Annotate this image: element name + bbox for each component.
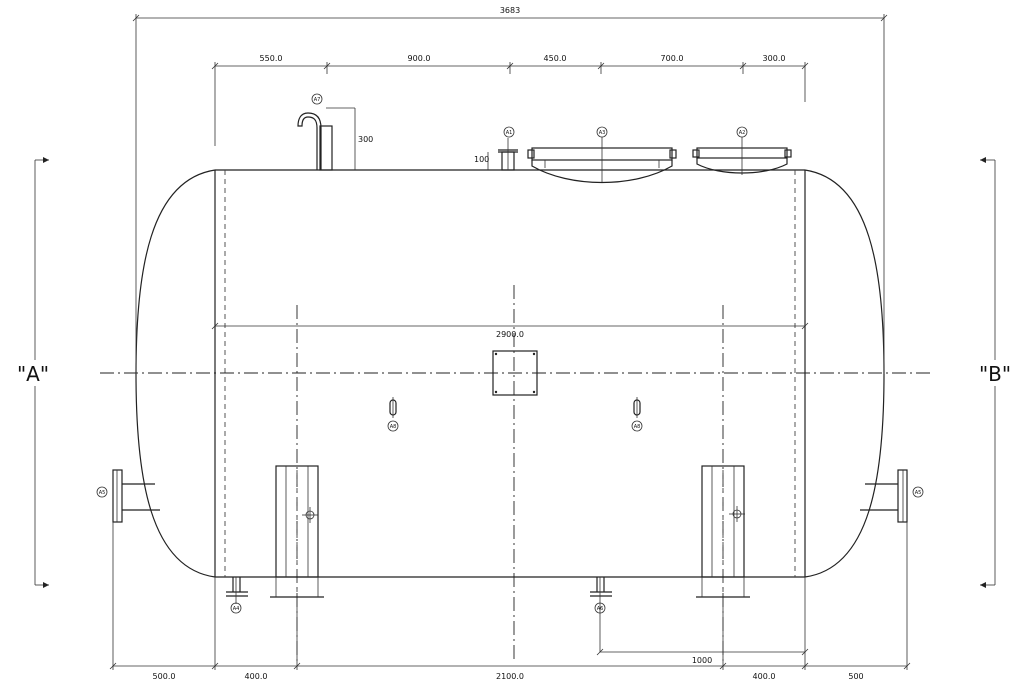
manhole-frame xyxy=(492,350,538,396)
dim-top-4: 700.0 xyxy=(661,54,684,63)
dim-bottom-1: 500.0 xyxy=(153,672,176,681)
view-marker-b: "B" xyxy=(973,157,1017,588)
tag-a3: A3 xyxy=(599,130,606,136)
tag-a5-left: A5 xyxy=(99,490,106,496)
dim-overall: 3683 xyxy=(500,6,520,15)
manway-a2 xyxy=(692,137,792,175)
dim-pipe-height: 300 xyxy=(358,135,373,144)
tag-a7: A7 xyxy=(314,97,321,103)
dim-top-2: 900.0 xyxy=(408,54,431,63)
manway-a3 xyxy=(527,137,677,184)
dimensions: 3683 550.0 900.0 450.0 700.0 300.0 300 1… xyxy=(109,6,911,681)
vent-pipe-a7 xyxy=(297,107,356,171)
manhole xyxy=(492,350,538,396)
tag-a8-left: A8 xyxy=(390,424,397,430)
left-head xyxy=(135,169,216,578)
dim-top-5: 300.0 xyxy=(763,54,786,63)
nozzle-a5-left xyxy=(112,469,160,523)
saddle-right xyxy=(696,465,750,598)
dim-top-3: 450.0 xyxy=(544,54,567,63)
dim-drain-offset: 1000 xyxy=(692,656,712,665)
tag-a5-right: A5 xyxy=(915,490,922,496)
nozzle-tags: A7 A1 A3 A2 A5 A5 A8 A8 A4 A6 xyxy=(96,93,924,614)
vessel-body xyxy=(135,169,885,578)
view-label-a: "A" xyxy=(17,362,49,386)
nozzle-a1 xyxy=(487,138,518,171)
tag-a8-right: A8 xyxy=(634,424,641,430)
dim-nozzle-height: 100 xyxy=(474,155,489,164)
tag-a6: A6 xyxy=(597,606,604,612)
tag-a4: A4 xyxy=(233,606,240,612)
drain-a6 xyxy=(590,577,612,652)
tag-a2: A2 xyxy=(739,130,746,136)
view-marker-a: "A" xyxy=(14,157,56,588)
nozzle-a5-right xyxy=(860,469,908,523)
dim-bottom-3: 2100.0 xyxy=(496,672,524,681)
dim-shell-length: 2900.0 xyxy=(496,330,524,339)
tag-a1: A1 xyxy=(506,130,513,136)
drain-a4 xyxy=(226,577,248,604)
saddle-left xyxy=(270,465,324,598)
dim-bottom-4: 400.0 xyxy=(753,672,776,681)
dim-top-1: 550.0 xyxy=(260,54,283,63)
dim-bottom-2: 400.0 xyxy=(245,672,268,681)
right-head xyxy=(804,169,885,578)
sight-slot-left xyxy=(389,397,397,418)
view-label-b: "B" xyxy=(979,362,1011,386)
sight-slot-right xyxy=(633,397,641,418)
dim-bottom-5: 500 xyxy=(848,672,863,681)
